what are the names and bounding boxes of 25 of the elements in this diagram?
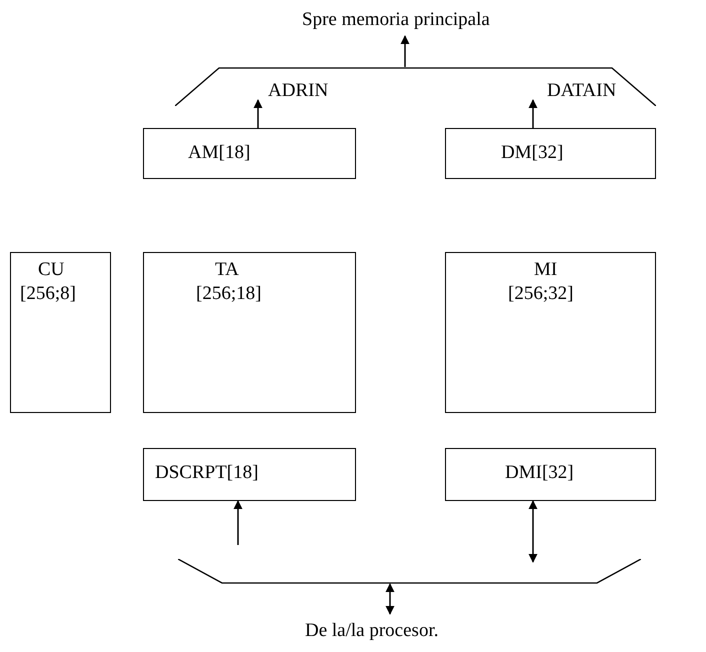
block-box [445, 252, 656, 413]
arrow [386, 583, 394, 615]
block-size: [256;18] [196, 283, 262, 305]
block-name: AM[18] [188, 142, 250, 164]
block-size: [256;32] [508, 283, 574, 305]
block-name: TA [215, 259, 239, 281]
arrow [234, 500, 242, 545]
bus-label: Spre memoria principala [302, 9, 491, 31]
bus-label: De la/la procesor. [305, 620, 440, 642]
block-box [10, 252, 111, 413]
arrow [400, 35, 410, 67]
block-size: [256;8] [20, 283, 76, 305]
block-box [445, 448, 656, 501]
arrow [528, 500, 538, 563]
block-box [143, 252, 356, 413]
block-name: DM[32] [501, 142, 564, 164]
block-box [143, 128, 356, 179]
block-box [445, 128, 656, 179]
block-name: CU [38, 259, 64, 281]
block-name: DMI[32] [505, 462, 574, 484]
block-name: DSCRPT[18] [155, 462, 258, 484]
arrow [254, 99, 262, 128]
arrow [528, 99, 538, 128]
block-name: MI [534, 259, 558, 281]
block-box [143, 448, 356, 501]
